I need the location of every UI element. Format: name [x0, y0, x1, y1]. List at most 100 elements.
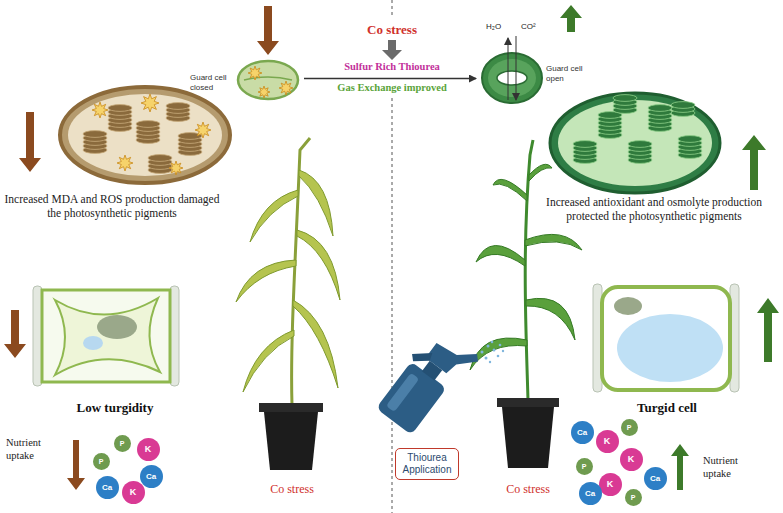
part-label: Guard cell closed	[190, 73, 236, 92]
guard-cell-closed-part	[258, 86, 270, 98]
stressed-plant-part-part	[297, 230, 340, 300]
spray-bottle-part-part	[386, 373, 419, 412]
stressed-plant-part-part	[250, 190, 298, 242]
nutrient-circle: K	[122, 481, 145, 504]
cell-label: Turgid cell	[612, 400, 722, 416]
healthy-chloroplast-part-part	[613, 95, 637, 102]
nutrient-circle: Ca	[96, 476, 119, 499]
nutrient-circle: P	[93, 453, 110, 470]
stressed-plant	[236, 138, 340, 470]
treated-plant-part-part	[476, 245, 525, 266]
treated-plant-part-part	[493, 179, 527, 201]
turgid-cell-part	[602, 287, 730, 390]
decrease-arrows-part	[67, 440, 85, 490]
spray-bottle-part-part	[497, 355, 500, 358]
spray-bottle-part-part	[491, 341, 494, 344]
plasmolysed-cell-part	[42, 290, 170, 382]
damaged-chloroplast-part-part	[83, 131, 107, 138]
nutrient-circle: P	[576, 458, 593, 475]
stressed-plant-part-part	[299, 170, 333, 236]
damaged-chloroplast-part-part	[117, 155, 133, 171]
guard-cell-open-part	[482, 53, 542, 103]
increase-arrows-part	[560, 5, 582, 32]
effect-note: Increased antioxidant and osmolyte produ…	[531, 196, 777, 224]
spray-bottle-part-part	[489, 361, 491, 363]
turgid-cell	[593, 284, 739, 392]
gas-label: CO²	[521, 22, 545, 32]
spray-bottle-part-part	[409, 344, 434, 369]
nutrient-symbol: K	[604, 436, 611, 446]
nutrient-circle: Ca	[579, 482, 602, 505]
stress-title: Co stress	[352, 22, 432, 38]
healthy-chloroplast-part-part	[628, 141, 652, 148]
spray-bottle-part-part	[481, 351, 484, 354]
nutrient-symbol: K	[628, 454, 635, 464]
nutrient-symbol: Ca	[650, 474, 660, 483]
treatment-arrow	[304, 78, 476, 79]
damaged-chloroplast-part-part	[195, 122, 211, 138]
damaged-chloroplast-part-part	[169, 161, 183, 175]
stressed-plant-part-part	[243, 330, 294, 392]
cell-label: Low turgidity	[55, 400, 175, 416]
plasmolysed-cell-part	[55, 298, 160, 375]
treatment-arrow-part	[304, 78, 476, 79]
increase-arrows-part	[757, 298, 779, 362]
nutrient-symbol: Ca	[585, 489, 595, 498]
nutrient-circle: K	[137, 438, 160, 461]
treatment-box: Thiourea Application	[395, 448, 459, 480]
damaged-chloroplast-part	[83, 103, 202, 174]
nutrient-symbol: P	[627, 424, 632, 431]
divider-line-part	[392, 0, 393, 18]
turgid-cell-part	[614, 297, 642, 315]
nutrient-circle: Ca	[140, 465, 163, 488]
increase-arrows-part	[671, 444, 689, 490]
damaged-chloroplast-part-part	[136, 121, 160, 128]
damaged-chloroplast-part	[92, 94, 211, 175]
plasmolysed-cell-part	[97, 315, 137, 339]
nutrient-circle: Ca	[644, 467, 667, 490]
healthy-chloroplast-part	[550, 93, 720, 193]
treated-plant-part-part	[470, 338, 527, 370]
spray-bottle	[373, 323, 504, 440]
nutrient-label: Nutrient uptake	[703, 455, 765, 480]
guard-cell-open-part	[497, 71, 527, 85]
spray-bottle-part-part	[502, 350, 504, 352]
spray-bottle-part-part	[487, 345, 490, 348]
stressed-plant-part	[264, 412, 318, 470]
pot-label: Co stress	[490, 482, 566, 496]
spray-bottle-part	[481, 341, 505, 363]
spray-bottle-part-part	[499, 344, 502, 347]
nutrient-circle: K	[596, 430, 619, 453]
healthy-chloroplast-part-part	[573, 141, 597, 148]
nutrient-circle: P	[114, 435, 131, 452]
pot-label: Co stress	[254, 482, 330, 496]
damaged-chloroplast-part-part	[148, 155, 172, 162]
spray-bottle-part	[373, 323, 481, 440]
treated-plant-part	[497, 398, 559, 407]
stressed-plant-part	[259, 403, 323, 412]
nutrient-symbol: P	[120, 440, 125, 447]
plasmolysed-cell	[33, 286, 179, 386]
stressed-plant-part-part	[236, 260, 296, 302]
healthy-chloroplast-part	[573, 95, 702, 164]
healthy-chloroplast	[550, 93, 720, 193]
nutrient-circle: K	[620, 448, 643, 471]
stressed-plant-part-part	[293, 300, 338, 388]
effect-note: Increased MDA and ROS production damaged…	[4, 193, 220, 221]
spray-bottle-part-part	[485, 357, 488, 360]
spray-bottle-part-part	[426, 331, 482, 385]
decrease-arrows-part	[257, 6, 279, 55]
treated-plant-part	[470, 164, 582, 370]
treated-plant-part-part	[529, 164, 552, 181]
nutrient-symbol: K	[607, 479, 614, 489]
guard-cell-closed-part	[238, 61, 298, 99]
damaged-chloroplast	[60, 87, 230, 183]
nutrient-circle: Ca	[571, 421, 594, 444]
increase-arrows	[560, 5, 779, 490]
treated-plant	[470, 140, 582, 468]
healthy-chloroplast-part-part	[678, 136, 702, 143]
turgid-cell-part	[617, 314, 723, 382]
decrease-arrows-part	[19, 112, 41, 172]
damaged-chloroplast-part-part	[92, 102, 108, 118]
